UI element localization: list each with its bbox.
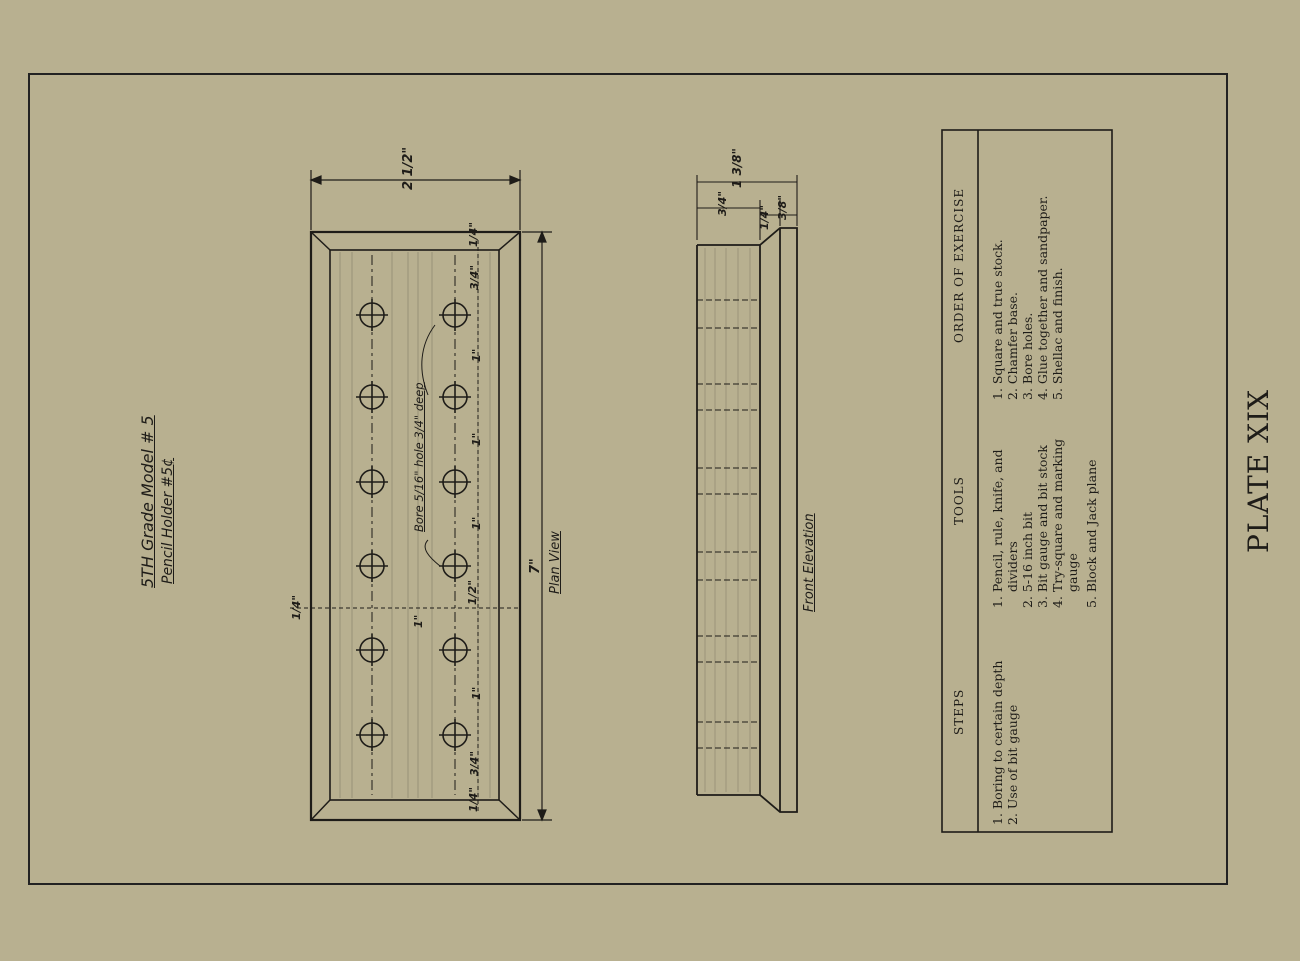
dim-spacing-5: 1" — [412, 614, 425, 628]
tool-5: 5. Block and Jack plane — [1084, 459, 1099, 608]
width-dimension — [309, 170, 522, 230]
order-4: 4. Glue together and sandpaper. — [1035, 195, 1050, 401]
bore-annotation: Bore 5/16" hole 3/4" deep — [412, 382, 426, 532]
order-3: 3. Bore holes. — [1020, 312, 1035, 400]
dim-height-base: 3/8" — [776, 194, 789, 220]
front-grain — [704, 248, 751, 792]
tool-3: 3. Bit gauge and bit stock — [1035, 445, 1050, 608]
front-elevation-label: Front Elevation — [802, 513, 817, 612]
dim-spacing-3: 1" — [470, 516, 483, 530]
step-1: 1. Boring to certain depth — [990, 660, 1005, 825]
dim-height-total: 1 3/8" — [730, 148, 744, 188]
model-title: 5TH Grade Model # 5 — [138, 415, 157, 588]
dim-width: 2 1/2" — [401, 146, 416, 190]
dim-end-bottom: 1/4" — [467, 786, 480, 812]
dim-mid-quarter: 1/4" — [290, 594, 303, 620]
dim-height-mid: 1/4" — [758, 204, 771, 230]
order-1: 1. Square and true stock. — [990, 239, 1005, 400]
step-2: 2. Use of bit gauge — [1005, 704, 1020, 825]
leader-top — [421, 324, 436, 396]
front-elevation-outline — [696, 227, 798, 813]
order-2: 2. Chamfer base. — [1005, 291, 1020, 400]
dim-end-top: 1/4" — [467, 221, 480, 247]
model-subtitle: Pencil Holder #5¢ — [160, 457, 176, 584]
tool-4-cont: gauge — [1065, 553, 1080, 592]
dim-height-top: 3/4" — [716, 190, 729, 216]
dim-spacing-2: 1" — [470, 432, 483, 446]
table-header-steps: STEPS — [952, 688, 966, 735]
length-dimension — [522, 230, 552, 822]
plan-view-label: Plan View — [548, 531, 563, 594]
dim-spacing-1: 1" — [470, 348, 483, 362]
wood-grain — [339, 252, 491, 798]
table-header-tools: TOOLS — [952, 476, 966, 525]
bore-holes — [356, 299, 471, 751]
plate-border — [28, 73, 1228, 885]
tool-4: 4. Try-square and marking — [1050, 438, 1065, 608]
exercise-table — [941, 129, 1113, 833]
plan-view-outline — [309, 230, 522, 822]
tool-1: 1. Pencil, rule, knife, and — [990, 449, 1005, 608]
tool-1-cont: dividers — [1005, 541, 1020, 592]
plate-label: PLATE XIX — [1242, 388, 1275, 553]
center-lines — [371, 255, 456, 795]
tool-2: 2. 5-16 inch bit — [1020, 511, 1035, 608]
table-header-order: ORDER OF EXERCISE — [952, 187, 966, 343]
dim-offset-bottom: 3/4" — [468, 750, 481, 776]
dim-spacing-4: 1" — [470, 686, 483, 700]
order-5: 5. Shellac and finish. — [1050, 267, 1065, 400]
dim-offset-top: 3/4" — [468, 264, 481, 290]
front-hidden-holes — [697, 299, 760, 749]
height-dimension — [696, 175, 798, 240]
dim-length: 7" — [528, 558, 543, 574]
spacing-dimension — [290, 240, 520, 812]
leader-bottom — [424, 539, 441, 567]
dim-mid-spacing: 1/2" — [466, 579, 479, 605]
